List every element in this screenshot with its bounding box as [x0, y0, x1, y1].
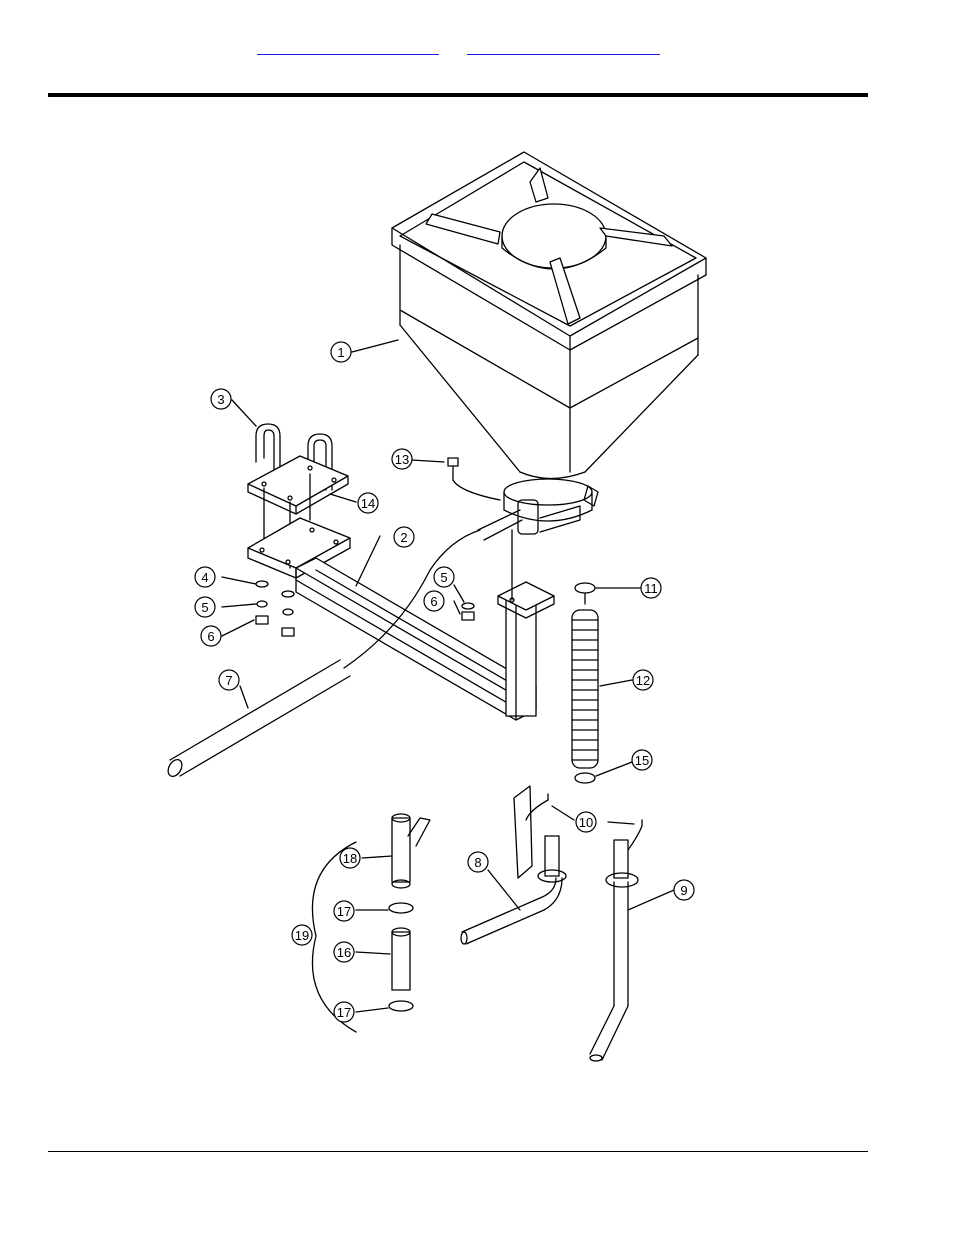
- svg-text:8: 8: [474, 855, 481, 870]
- callout: 18: [340, 848, 360, 868]
- callout: 17: [334, 901, 354, 921]
- fittings: [312, 814, 430, 1032]
- hopper: [392, 152, 706, 534]
- callout: 19: [292, 925, 312, 945]
- callout: 14: [358, 493, 378, 513]
- footer-rule: [48, 1151, 868, 1152]
- svg-text:1: 1: [337, 345, 344, 360]
- mount-bracket: [248, 424, 350, 636]
- callout: 12: [633, 670, 653, 690]
- callout: 8: [468, 852, 488, 872]
- square-tube-frame: [296, 530, 554, 720]
- hose-7: [165, 510, 522, 779]
- svg-text:7: 7: [225, 673, 232, 688]
- svg-text:6: 6: [207, 629, 214, 644]
- svg-text:19: 19: [295, 928, 309, 943]
- svg-text:5: 5: [440, 570, 447, 585]
- callout: 17: [334, 1002, 354, 1022]
- callout: 16: [334, 942, 354, 962]
- callout: 13: [392, 449, 412, 469]
- callout: 1: [331, 342, 351, 362]
- tube-9: [590, 820, 642, 1061]
- callout: 5: [195, 597, 215, 617]
- svg-text:17: 17: [337, 904, 351, 919]
- callout: 10: [576, 812, 596, 832]
- callout: 2: [394, 527, 414, 547]
- svg-text:9: 9: [680, 883, 687, 898]
- callout: 9: [674, 880, 694, 900]
- callout: 6: [201, 626, 221, 646]
- callout: 6: [424, 591, 444, 611]
- svg-text:15: 15: [635, 753, 649, 768]
- svg-text:11: 11: [644, 581, 658, 596]
- callout: 3: [211, 389, 231, 409]
- svg-text:16: 16: [337, 945, 351, 960]
- svg-text:4: 4: [201, 570, 208, 585]
- svg-text:2: 2: [400, 530, 407, 545]
- svg-text:10: 10: [579, 815, 593, 830]
- callout: 4: [195, 567, 215, 587]
- spring-assembly: [572, 583, 598, 783]
- callout: 5: [434, 567, 454, 587]
- bolt-13: [448, 458, 500, 500]
- svg-text:18: 18: [343, 851, 357, 866]
- svg-text:5: 5: [201, 600, 208, 615]
- callout: 15: [632, 750, 652, 770]
- svg-text:12: 12: [636, 673, 650, 688]
- callout: 7: [219, 670, 239, 690]
- svg-text:17: 17: [337, 1005, 351, 1020]
- callout: 11: [641, 578, 661, 598]
- svg-text:6: 6: [430, 594, 437, 609]
- svg-text:3: 3: [217, 392, 224, 407]
- svg-text:13: 13: [395, 452, 409, 467]
- svg-text:14: 14: [361, 496, 375, 511]
